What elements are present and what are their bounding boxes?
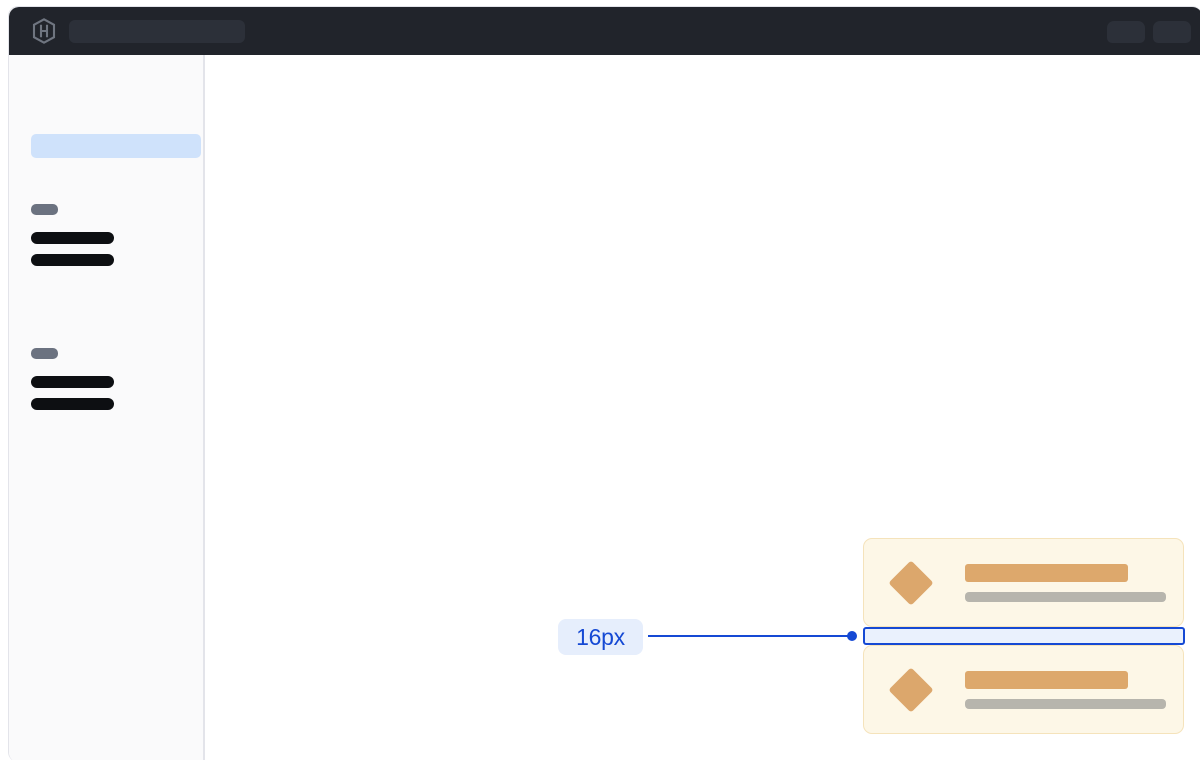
- sidebar-group-label: [31, 348, 58, 359]
- sidebar-group-1: [31, 204, 114, 266]
- card-subtitle: [965, 591, 1166, 602]
- card-title: [965, 563, 1128, 582]
- measurement-leader-line: [648, 635, 853, 637]
- hexagon-logo-icon[interactable]: [31, 18, 57, 44]
- card-text-block: [965, 563, 1183, 602]
- card-text-block: [965, 670, 1183, 709]
- sidebar-group-2: [31, 348, 114, 410]
- notification-card[interactable]: [863, 538, 1184, 627]
- sidebar-divider: [204, 55, 205, 760]
- notification-card[interactable]: [863, 645, 1184, 734]
- sidebar-group-label: [31, 204, 58, 215]
- sidebar-item-1-1[interactable]: [31, 232, 114, 244]
- diamond-icon: [888, 666, 934, 713]
- search-input[interactable]: [69, 20, 245, 43]
- nav-placeholder-icon-2[interactable]: [1153, 21, 1191, 43]
- sidebar-item-2-2[interactable]: [31, 398, 114, 410]
- app-window: 16px: [8, 6, 1200, 760]
- sidebar-item-1-2[interactable]: [31, 254, 114, 266]
- sidebar-item-2-1[interactable]: [31, 376, 114, 388]
- diamond-icon: [888, 559, 934, 606]
- card-subtitle: [965, 698, 1166, 709]
- card-title: [965, 670, 1128, 689]
- sidebar: [9, 55, 204, 760]
- measurement-value-badge: 16px: [558, 619, 643, 655]
- spacing-measurement-region: [863, 627, 1185, 645]
- top-navigation-bar: [9, 7, 1200, 55]
- sidebar-item-active[interactable]: [31, 134, 201, 158]
- measure-endpoint-dot-icon: [847, 631, 857, 641]
- nav-placeholder-icon-1[interactable]: [1107, 21, 1145, 43]
